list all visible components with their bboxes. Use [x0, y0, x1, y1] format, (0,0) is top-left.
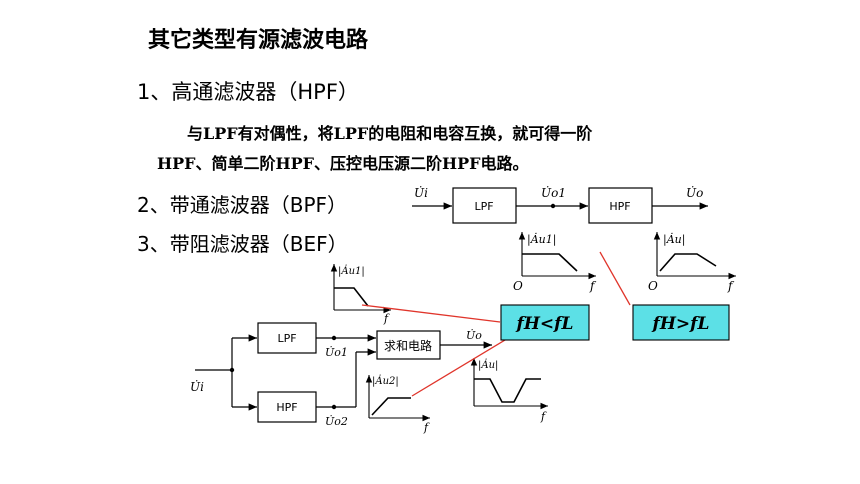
bef-input-label: U̇i	[190, 379, 204, 394]
bpf-graph-bandpass-origin: O	[648, 279, 658, 293]
bpf-output-label: U̇o	[686, 185, 703, 200]
hpf-description-line1: 与LPF有对偶性，将LPF的电阻和电容互换，就可得一阶	[187, 124, 593, 143]
bpf-graph-lpf-origin: O	[513, 279, 523, 293]
section-heading-hpf: 1、高通滤波器（HPF）	[137, 80, 359, 104]
bpf-graph-bandpass-ylabel: |Ȧu|	[663, 232, 685, 247]
bef-out1-label: U̇o1	[325, 346, 348, 359]
bpf-hpf-label: HPF	[609, 200, 630, 213]
condition-box-bpf: fH>fL	[632, 304, 730, 341]
bef-output-label: U̇o	[466, 329, 482, 342]
bpf-lpf-label: LPF	[474, 200, 493, 213]
bef-graph-lpf: |Ȧu1| f	[330, 264, 391, 325]
highlight-connectors	[361, 251, 631, 397]
bef-lpf-label: LPF	[277, 332, 296, 345]
bef-sum-label: 求和电路	[384, 338, 432, 353]
bpf-mid-label: U̇o1	[541, 185, 566, 200]
section-heading-bpf: 2、带通滤波器（BPF）	[137, 193, 348, 217]
bpf-lpf-block	[452, 187, 517, 224]
bef-graph-hpf-ylabel: |Ȧu2|	[372, 375, 399, 387]
bpf-graph-lpf-xlabel: f	[589, 279, 597, 293]
bef-graph-hpf-xlabel: f	[423, 421, 430, 434]
bpf-input-label: U̇i	[414, 185, 428, 200]
bef-graph-bandstop-ylabel: |Ȧu|	[478, 359, 498, 371]
bef-sum-block	[376, 330, 441, 360]
bef-graph-bandstop-xlabel: f	[540, 410, 547, 423]
bef-block-diagram: U̇i LPF HPF U̇o1 U̇o2 求和电路 U̇o	[190, 322, 492, 428]
bef-graph-hpf: |Ȧu2| f	[365, 375, 430, 434]
bef-lpf-block	[257, 322, 317, 354]
bpf-graph-lpf: |Ȧu1| O f	[513, 232, 597, 293]
section-heading-bef: 3、带阻滤波器（BEF）	[137, 232, 348, 256]
bef-out2-label: U̇o2	[325, 415, 348, 428]
bpf-graph-bandpass-xlabel: f	[727, 279, 735, 293]
bef-hpf-label: HPF	[276, 401, 297, 414]
bef-hpf-block	[257, 391, 317, 423]
hpf-description-line2: HPF、简单二阶HPF、压控电压源二阶HPF电路。	[157, 154, 529, 173]
bpf-block-diagram: U̇i LPF U̇o1 HPF U̇o	[412, 185, 708, 224]
condition-box-bef: fH<fL	[500, 304, 590, 341]
bef-graph-bandstop: |Ȧu| f	[470, 358, 548, 423]
page-title: 其它类型有源滤波电路	[148, 28, 369, 53]
bpf-graph-lpf-ylabel: |Ȧu1|	[527, 232, 556, 247]
bpf-hpf-block	[588, 187, 653, 224]
bef-graph-lpf-ylabel: |Ȧu1|	[338, 265, 365, 277]
bpf-graph-bandpass: |Ȧu| O f	[648, 232, 736, 293]
condition-label-bef: fH<fL	[516, 314, 574, 334]
bef-graph-lpf-xlabel: f	[383, 312, 390, 325]
condition-label-bpf: fH>fL	[652, 314, 710, 334]
